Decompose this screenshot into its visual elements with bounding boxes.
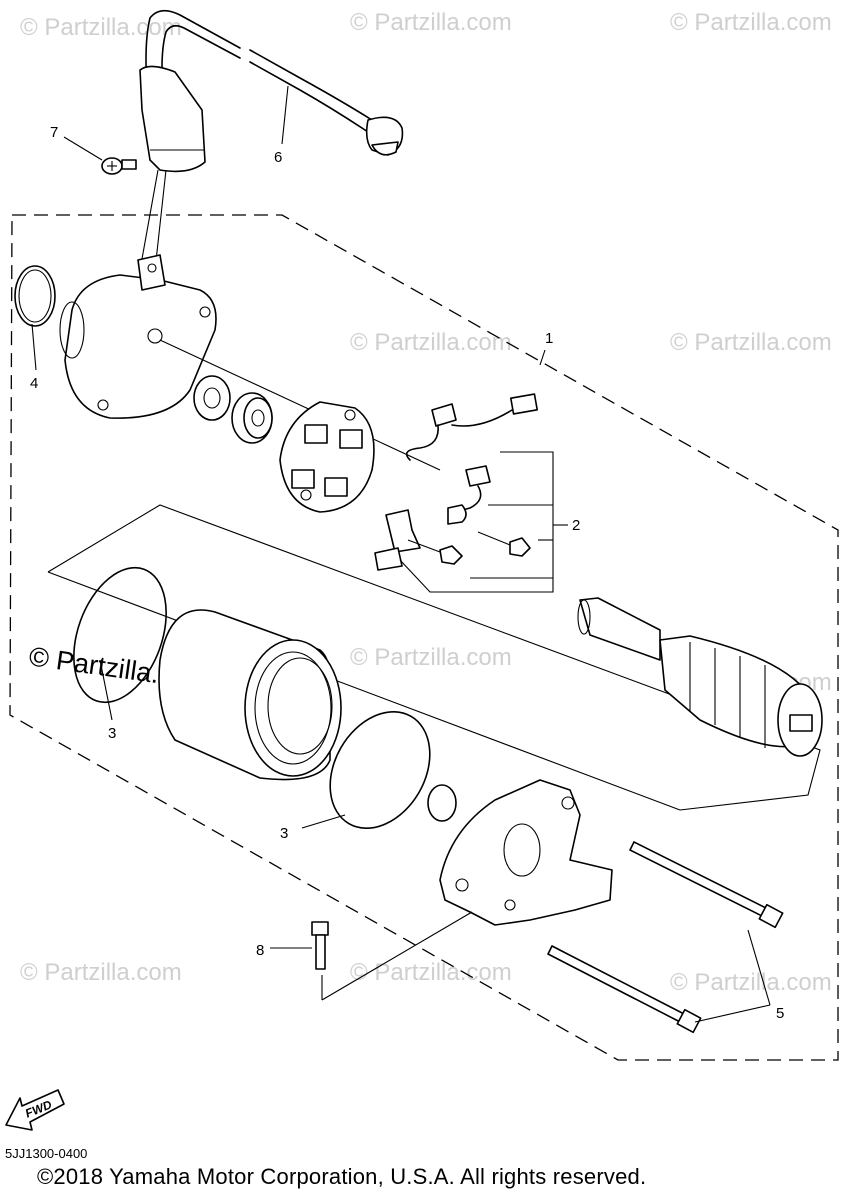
watermark: © Partzilla.com (20, 14, 182, 41)
yoke (158, 609, 342, 781)
watermark: © Partzilla.com (20, 959, 182, 986)
bolt-8 (311, 911, 473, 1001)
callout-3: 3 (108, 725, 116, 742)
armature (577, 597, 823, 757)
watermark: © Partzilla.com (350, 329, 512, 356)
copyright-notice: ©2018 Yamaha Motor Corporation, U.S.A. A… (37, 1164, 647, 1189)
leader-lines (31, 85, 771, 1023)
callout-2: 2 (572, 517, 580, 534)
exploded-box (47, 504, 821, 811)
callout-8: 8 (256, 942, 264, 959)
callout-1: 1 (545, 330, 553, 347)
rear-cover (59, 254, 441, 471)
diagram-code: 5JJ1300-0400 (5, 1146, 88, 1161)
assembly-boundary (9, 214, 839, 1061)
front-cover (439, 779, 613, 926)
o-ring (14, 265, 56, 327)
watermark: © Partzilla.com (350, 644, 512, 671)
gasket-right (329, 710, 431, 830)
gasket-left (73, 566, 167, 704)
callout-4: 4 (30, 375, 38, 392)
lead-wire (139, 9, 404, 271)
fwd-arrow-icon: FWD (5, 1089, 65, 1131)
through-bolts (547, 841, 784, 1034)
callout-7: 7 (50, 124, 58, 141)
watermark: © Partzilla.com (350, 959, 512, 986)
callout-3: 3 (280, 825, 288, 842)
brush-holder (279, 401, 375, 513)
screw-7 (101, 157, 137, 175)
watermark: © Partzilla.com (670, 9, 832, 36)
bushing (427, 784, 457, 822)
brush-set (374, 393, 568, 593)
callout-5: 5 (776, 1005, 784, 1022)
watermark: © Partzilla.com (670, 329, 832, 356)
watermark: © Partzilla.com (350, 9, 512, 36)
callout-6: 6 (274, 149, 282, 166)
watermark: © Partzilla.com (670, 969, 832, 996)
bearing (193, 375, 273, 444)
watermarks: © Partzilla.com © Partzilla.com © Partzi… (20, 9, 832, 996)
